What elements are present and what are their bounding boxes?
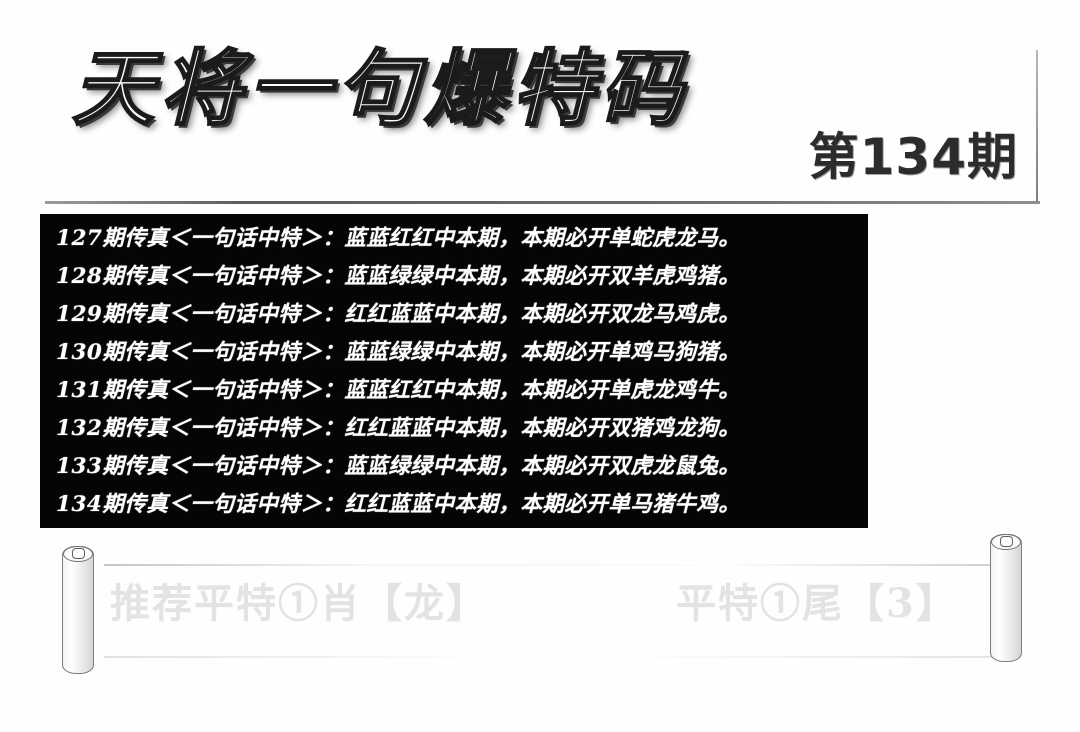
promo-recommendation-zodiac: 推荐平特①肖【龙】 [110,580,488,627]
scroll-sheet-top-edge [104,564,1004,566]
fax-line: 129期传真＜一句话中特＞：红红蓝蓝中本期，本期必开双龙马鸡虎。 [56,302,741,327]
fax-line: 132期传真＜一句话中特＞：红红蓝蓝中本期，本期必开双猪鸡龙狗。 [56,416,741,441]
promo-recommendation-tail: 平特①尾【3】 [676,580,958,627]
fax-line: 134期传真＜一句话中特＞：红红蓝蓝中本期，本期必开单马猪牛鸡。 [56,492,741,517]
scroll-rod-right-icon [990,534,1022,662]
scroll-sheet-bottom-edge [104,656,1004,658]
fax-record-panel: 127期传真＜一句话中特＞：蓝蓝红红中本期，本期必开单蛇虎龙马。 128期传真＜… [40,214,868,528]
fax-line: 131期传真＜一句话中特＞：蓝蓝红红中本期，本期必开单虎龙鸡牛。 [56,378,741,403]
scroll-banner: 推荐平特①肖【龙】 平特①尾【3】 [0,528,1080,732]
header-banner: 天将一句爆特码 第134期 [0,0,1040,200]
fax-line: 128期传真＜一句话中特＞：蓝蓝绿绿中本期，本期必开双羊虎鸡猪。 [56,264,741,289]
frame-vertical-rule [1036,50,1038,202]
fax-line: 127期传真＜一句话中特＞：蓝蓝红红中本期，本期必开单蛇虎龙马。 [56,226,741,251]
frame-horizontal-rule [45,201,1040,204]
scroll-rod-left-icon [62,546,94,674]
page-title: 天将一句爆特码 [71,41,688,137]
scroll-rod-notch-icon [72,548,85,559]
fax-line: 133期传真＜一句话中特＞：蓝蓝绿绿中本期，本期必开双虎龙鼠兔。 [56,454,741,479]
scroll-rod-notch-icon [1000,536,1013,547]
fax-line: 130期传真＜一句话中特＞：蓝蓝绿绿中本期，本期必开单鸡马狗猪。 [56,340,741,365]
issue-number-label: 第134期 [808,128,1018,186]
